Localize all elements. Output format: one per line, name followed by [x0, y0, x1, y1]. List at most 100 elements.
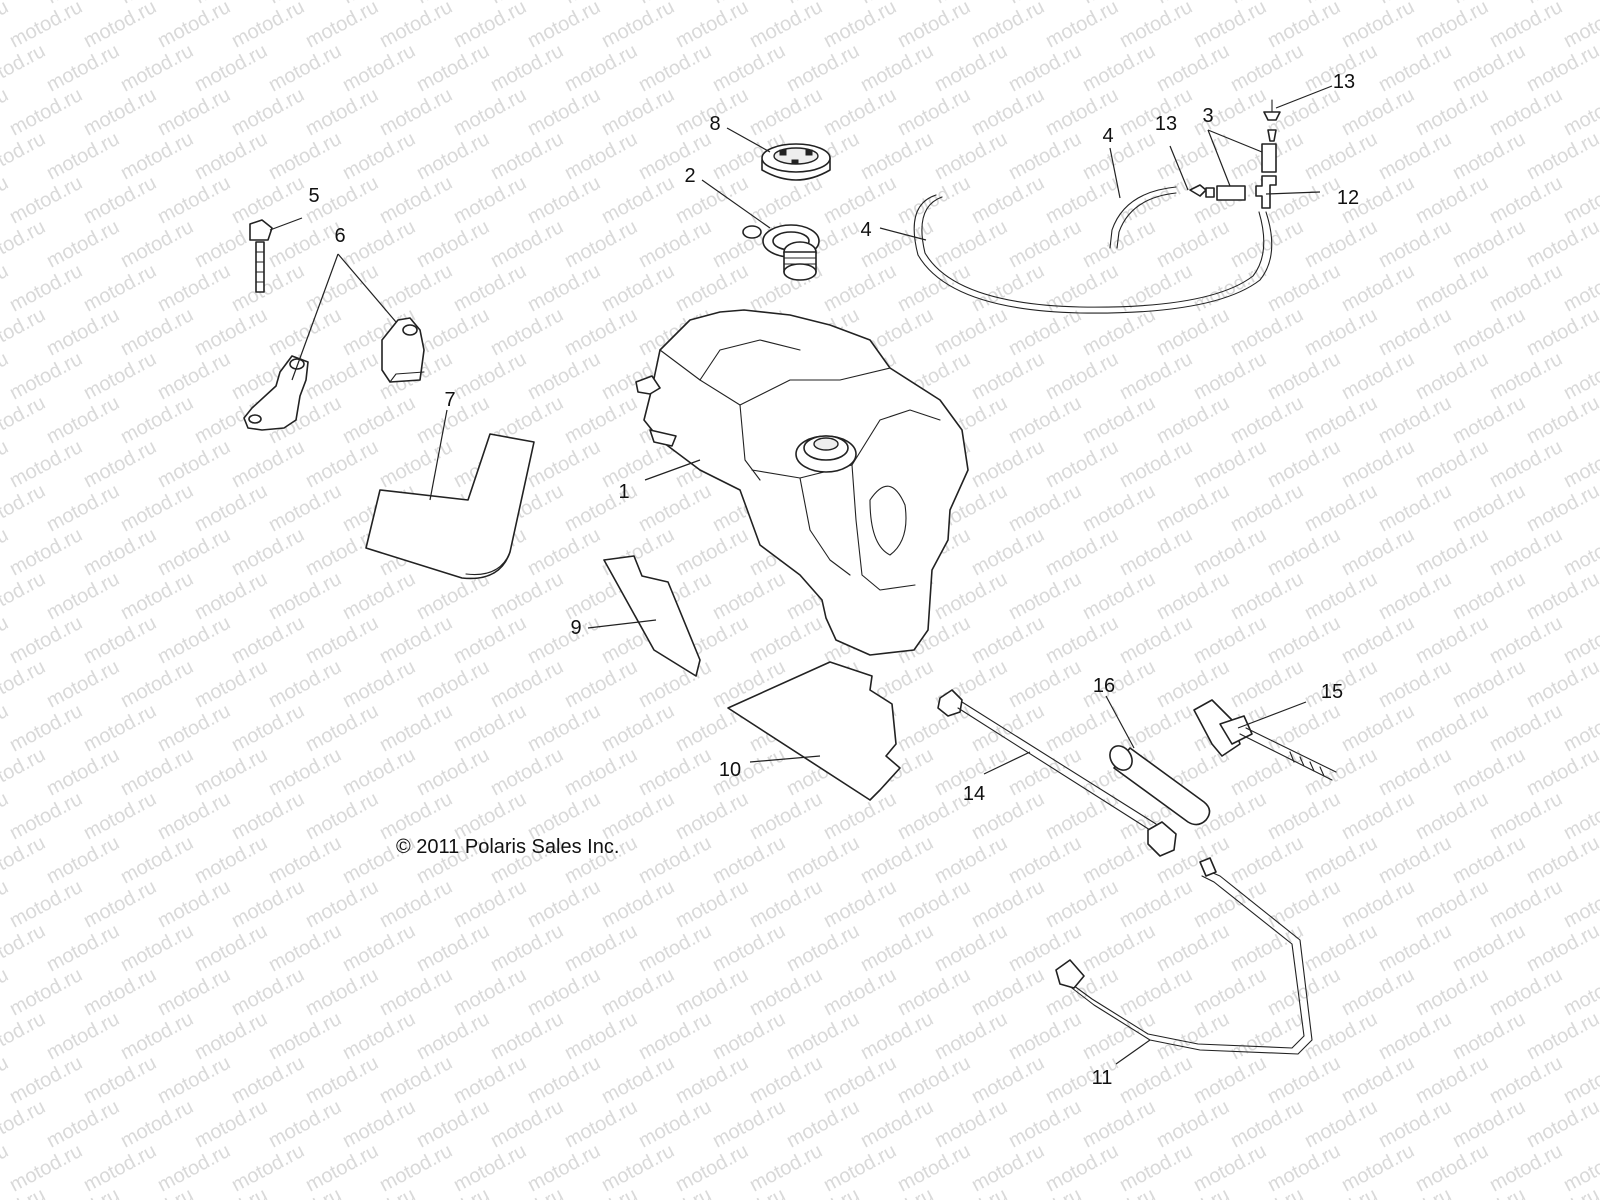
watermark-text: motod.ru — [1523, 1008, 1600, 1064]
watermark-text: motod.ru — [339, 1096, 419, 1152]
watermark-text: motod.ru — [191, 40, 271, 96]
watermark-text: motod.ru — [0, 656, 49, 712]
watermark-text: motod.ru — [1116, 700, 1196, 756]
watermark-text: motod.ru — [783, 1008, 863, 1064]
watermark-text: motod.ru — [561, 920, 641, 976]
watermark-text: motod.ru — [302, 348, 382, 404]
watermark-text: motod.ru — [228, 612, 308, 668]
watermark-text: motod.ru — [1412, 612, 1492, 668]
callout-12: 12 — [1337, 187, 1359, 209]
watermark-text: motod.ru — [1486, 524, 1566, 580]
watermark-text: motod.ru — [376, 1140, 456, 1196]
watermark-text: motod.ru — [413, 1184, 493, 1200]
watermark-text: motod.ru — [1449, 128, 1529, 184]
watermark-text: motod.ru — [1523, 40, 1600, 96]
watermark-text: motod.ru — [968, 172, 1048, 228]
watermark-text: motod.ru — [1375, 568, 1455, 624]
watermark-text: motod.ru — [1412, 172, 1492, 228]
watermark-text: motod.ru — [43, 128, 123, 184]
watermark-text: motod.ru — [154, 0, 234, 52]
watermark-text: motod.ru — [450, 1140, 530, 1196]
watermark-text: motod.ru — [265, 1184, 345, 1200]
watermark-text: motod.ru — [1042, 788, 1122, 844]
watermark-text: motod.ru — [1301, 1184, 1381, 1200]
watermark-text: motod.ru — [931, 1184, 1011, 1200]
watermark-text: motod.ru — [672, 0, 752, 52]
watermark-text: motod.ru — [1375, 480, 1455, 536]
watermark-text: motod.ru — [376, 876, 456, 932]
watermark-text: motod.ru — [672, 524, 752, 580]
watermark-text: motod.ru — [672, 876, 752, 932]
watermark-text: motod.ru — [1005, 832, 1085, 888]
watermark-text: motod.ru — [1005, 1184, 1085, 1200]
watermark-text: motod.ru — [598, 172, 678, 228]
callout-11: 11 — [1092, 1067, 1113, 1089]
watermark-text: motod.ru — [857, 1008, 937, 1064]
watermark-text: motod.ru — [524, 172, 604, 228]
watermark-text: motod.ru — [1375, 920, 1455, 976]
watermark-text: motod.ru — [450, 172, 530, 228]
watermark-text: motod.ru — [1005, 216, 1085, 272]
watermark-text: motod.ru — [0, 84, 12, 140]
watermark-text: motod.ru — [783, 1184, 863, 1200]
watermark-text: motod.ru — [228, 876, 308, 932]
watermark-text: motod.ru — [598, 1140, 678, 1196]
watermark-text: motod.ru — [1375, 128, 1455, 184]
watermark-text: motod.ru — [1153, 216, 1233, 272]
part-harness — [1055, 857, 1217, 989]
watermark-text: motod.ru — [820, 1140, 900, 1196]
watermark-text: motod.ru — [6, 1052, 86, 1108]
watermark-text: motod.ru — [968, 612, 1048, 668]
watermark-text: motod.ru — [339, 392, 419, 448]
watermark-text: motod.ru — [1264, 524, 1344, 580]
watermark-text: motod.ru — [1338, 876, 1418, 932]
watermark-text: motod.ru — [450, 876, 530, 932]
watermark-text: motod.ru — [265, 656, 345, 712]
watermark-text: motod.ru — [80, 260, 160, 316]
watermark-text: motod.ru — [450, 348, 530, 404]
watermark-text: motod.ru — [339, 656, 419, 712]
watermark-text: motod.ru — [1486, 172, 1566, 228]
watermark-text: motod.ru — [80, 964, 160, 1020]
watermark-text: motod.ru — [524, 876, 604, 932]
watermark-text: motod.ru — [1227, 656, 1307, 712]
watermark-text: motod.ru — [1375, 392, 1455, 448]
watermark-text: motod.ru — [1523, 1184, 1600, 1200]
watermark-text: motod.ru — [1190, 0, 1270, 52]
watermark-text: motod.ru — [635, 920, 715, 976]
watermark-text: motod.ru — [6, 700, 86, 756]
watermark-text: motod.ru — [1412, 84, 1492, 140]
watermark-text: motod.ru — [117, 1008, 197, 1064]
watermark-text: motod.ru — [635, 128, 715, 184]
watermark-text: motod.ru — [894, 876, 974, 932]
watermark-text: motod.ru — [0, 128, 49, 184]
callout-6: 6 — [334, 225, 345, 247]
watermark-text: motod.ru — [0, 480, 49, 536]
watermark-text: motod.ru — [1042, 436, 1122, 492]
watermark-text: motod.ru — [376, 0, 456, 52]
watermark-text: motod.ru — [1042, 1140, 1122, 1196]
watermark-text: motod.ru — [265, 216, 345, 272]
watermark-text: motod.ru — [1227, 832, 1307, 888]
watermark-text: motod.ru — [191, 1184, 271, 1200]
watermark-text: motod.ru — [857, 128, 937, 184]
watermark-text: motod.ru — [561, 744, 641, 800]
watermark-text: motod.ru — [302, 260, 382, 316]
watermark-text: motod.ru — [1375, 216, 1455, 272]
watermark-text: motod.ru — [857, 832, 937, 888]
watermark-text: motod.ru — [265, 568, 345, 624]
watermark-text: motod.ru — [413, 216, 493, 272]
watermark-text: motod.ru — [43, 1008, 123, 1064]
watermark-text: motod.ru — [524, 348, 604, 404]
watermark-text: motod.ru — [1153, 1008, 1233, 1064]
watermark-text: motod.ru — [191, 304, 271, 360]
watermark-text: motod.ru — [1338, 1052, 1418, 1108]
watermark-text: motod.ru — [487, 568, 567, 624]
watermark-text: motod.ru — [302, 964, 382, 1020]
callout-13-left: 13 — [1155, 113, 1177, 135]
watermark-text: motod.ru — [413, 744, 493, 800]
watermark-text: motod.ru — [635, 1184, 715, 1200]
watermark-text: motod.ru — [117, 656, 197, 712]
watermark-text: motod.ru — [339, 128, 419, 184]
